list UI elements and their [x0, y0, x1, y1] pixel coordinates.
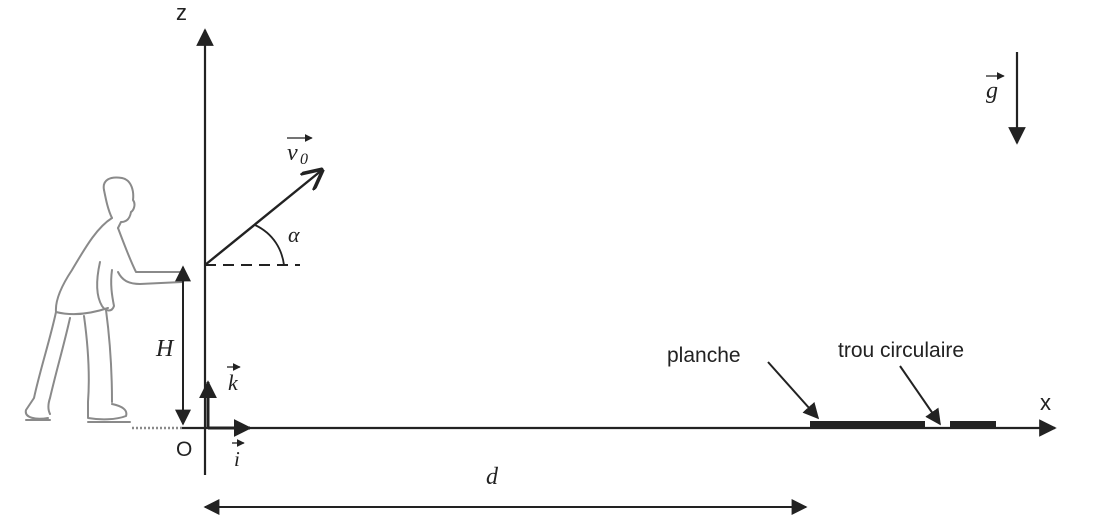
hole-pointer	[899, 365, 941, 426]
gravity-label: g	[986, 72, 1005, 104]
svg-text:k: k	[228, 370, 239, 395]
svg-text:i: i	[234, 447, 240, 471]
unit-vector-k-label: k	[227, 363, 241, 395]
distance-label: d	[486, 464, 499, 490]
initial-velocity-vector	[204, 170, 322, 266]
height-label: H	[155, 336, 175, 362]
svg-text:v: v	[287, 140, 298, 166]
unit-vector-i-label: i	[232, 439, 245, 471]
plank-pointer	[767, 361, 820, 420]
thrower-figure	[24, 176, 187, 430]
plank-label: planche	[667, 344, 741, 367]
svg-text:g: g	[986, 78, 998, 104]
hole-label: trou circulaire	[838, 339, 964, 362]
x-axis-label: x	[1040, 390, 1051, 415]
angle-arc	[254, 224, 285, 266]
plank-right-segment	[950, 421, 996, 428]
origin-label: O	[176, 438, 192, 461]
initial-velocity-label: v 0	[287, 134, 313, 168]
z-axis-label: z	[176, 0, 187, 25]
angle-label: α	[288, 222, 300, 247]
plank-left-segment	[810, 421, 925, 428]
svg-text:0: 0	[300, 151, 308, 168]
